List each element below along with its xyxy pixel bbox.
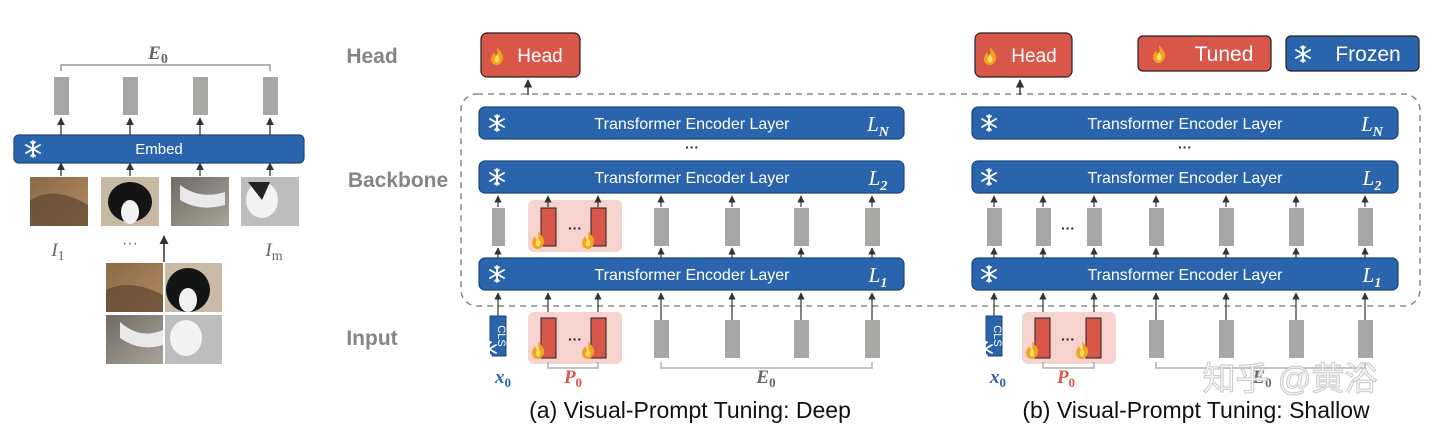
embed-e0-bracket: E0	[60, 43, 271, 71]
deep-layer-2-label: Transformer Encoder Layer	[594, 170, 790, 187]
shallow-input-dots: ···	[1061, 331, 1075, 347]
deep-p0-label: P	[563, 367, 576, 388]
image-ellipsis: ···	[122, 235, 138, 252]
svg-text:E0: E0	[755, 367, 775, 390]
deep-layer-1-label: Transformer Encoder Layer	[594, 267, 790, 284]
deep-head: Head	[480, 32, 581, 78]
shallow-e0-label: E	[1251, 367, 1265, 388]
embed-e0-label: E	[147, 43, 161, 64]
shallow-layer-2: Transformer Encoder Layer L2	[971, 160, 1399, 194]
deep-caption: (a) Visual-Prompt Tuning: Deep	[529, 397, 851, 423]
embed-output-tokens	[54, 77, 278, 115]
section-label-input: Input	[346, 327, 397, 350]
shallow-middle-dots: ···	[1061, 220, 1075, 236]
svg-text:Im: Im	[264, 240, 282, 264]
svg-text:x0: x0	[494, 367, 511, 390]
svg-text:E0: E0	[147, 43, 168, 67]
deep-input-dots: ···	[568, 331, 582, 347]
shallow-x0-label: x	[989, 367, 1000, 388]
svg-text:E0: E0	[1251, 367, 1271, 390]
section-label-backbone: Backbone	[348, 169, 448, 192]
svg-text:LN: LN	[866, 112, 890, 140]
svg-text:LN: LN	[1360, 112, 1384, 140]
svg-text:L2: L2	[868, 166, 888, 194]
section-label-head: Head	[346, 45, 397, 68]
embed-layer: Embed	[13, 134, 305, 164]
shallow-head-label: Head	[1011, 46, 1056, 67]
deep-layer-n-label: Transformer Encoder Layer	[594, 116, 790, 133]
dog-image	[106, 263, 222, 364]
panel-shallow: Head Transformer Encoder Layer LN ··· Tr…	[971, 32, 1399, 423]
embed-label: Embed	[135, 141, 183, 158]
shallow-layer-2-label: Transformer Encoder Layer	[1087, 170, 1283, 187]
shallow-head: Head	[974, 32, 1073, 78]
svg-text:L1: L1	[868, 263, 888, 291]
svg-text:x0: x0	[989, 367, 1006, 390]
shallow-caption: (b) Visual-Prompt Tuning: Shallow	[1022, 397, 1370, 423]
embed-panel: E0 Embed	[13, 43, 305, 364]
shallow-layer-n-label: Transformer Encoder Layer	[1087, 116, 1283, 133]
watermark: 知乎 @黄浴	[1203, 360, 1378, 397]
image-label-m: I	[264, 240, 273, 261]
deep-layer-2: Transformer Encoder Layer L2	[478, 160, 905, 194]
legend-frozen: Frozen	[1285, 35, 1420, 72]
deep-cls-label: CLS	[495, 325, 507, 346]
shallow-cls-label: CLS	[991, 325, 1003, 346]
deep-layer-dots: ···	[685, 139, 699, 155]
svg-text:P0: P0	[563, 367, 582, 390]
panel-deep: Head Transformer Encoder Layer LN ··· Tr…	[478, 32, 905, 423]
legend-tuned: Tuned	[1137, 35, 1272, 72]
shallow-layer-1-label: Transformer Encoder Layer	[1087, 267, 1283, 284]
shallow-input-tokens: CLS ···	[977, 312, 1373, 364]
image-label-1: I	[50, 240, 59, 261]
svg-text:P0: P0	[1056, 367, 1075, 390]
legend-tuned-label: Tuned	[1195, 43, 1254, 66]
deep-head-label: Head	[517, 46, 562, 67]
deep-prompt-dots: ···	[568, 220, 582, 236]
deep-input-tokens: CLS ···	[481, 312, 880, 364]
svg-text:L1: L1	[1362, 263, 1382, 291]
backbone-frame	[460, 93, 1421, 307]
shallow-layer-dots: ···	[1178, 139, 1192, 155]
deep-layer-n: Transformer Encoder Layer LN	[478, 106, 905, 140]
shallow-layer-n: Transformer Encoder Layer LN	[971, 106, 1399, 140]
deep-e0-label: E	[755, 367, 769, 388]
svg-text:I1: I1	[50, 240, 64, 264]
svg-text:L2: L2	[1362, 166, 1382, 194]
deep-layer-1: Transformer Encoder Layer L1	[478, 257, 905, 291]
shallow-p0-label: P	[1056, 367, 1069, 388]
deep-x0-label: x	[494, 367, 505, 388]
legend-frozen-label: Frozen	[1335, 43, 1400, 66]
embed-patches	[30, 177, 299, 226]
legend: Tuned Frozen	[1137, 35, 1420, 72]
shallow-layer-1: Transformer Encoder Layer L1	[971, 257, 1399, 291]
deep-middle-tokens: ···	[492, 200, 880, 252]
shallow-middle-tokens	[987, 208, 1373, 246]
